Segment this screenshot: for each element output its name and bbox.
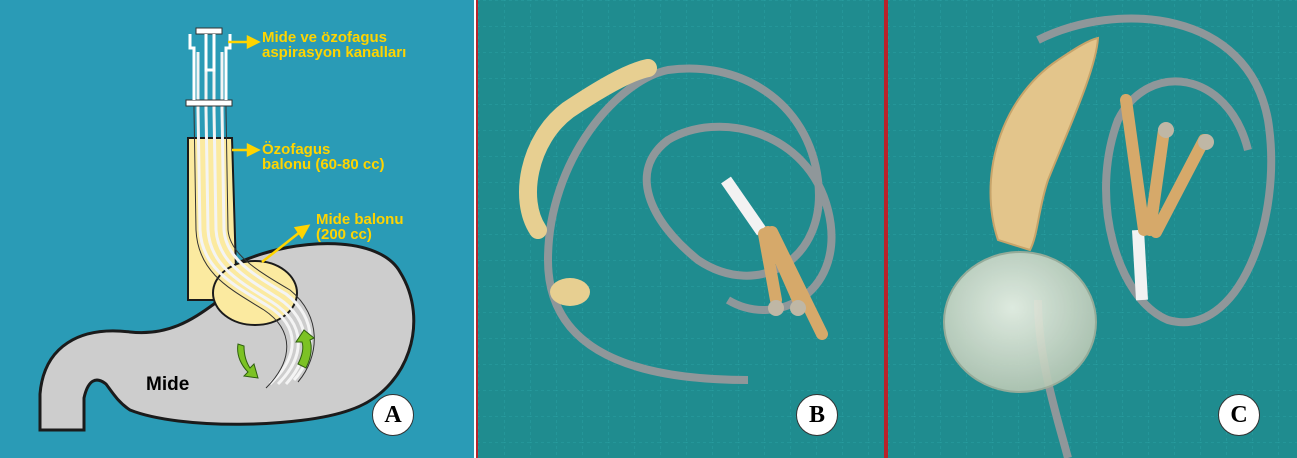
inflated-tube-photo: [888, 0, 1297, 458]
panel-letter-b: B: [796, 394, 838, 436]
esophageal-label-line1: Özofagus: [262, 142, 385, 157]
aspiration-channels-top: [186, 28, 232, 106]
aspiration-label-line2: aspirasyon kanalları: [262, 45, 406, 60]
gastric-label-line1: Mide balonu: [316, 212, 404, 227]
esophageal-balloon-label: Özofagus balonu (60-80 cc): [262, 142, 385, 172]
gastric-balloon-label: Mide balonu (200 cc): [316, 212, 404, 242]
panel-letter-a: A: [372, 394, 414, 436]
panel-letter-c: C: [1218, 394, 1260, 436]
deflated-tube-photo: [478, 0, 884, 458]
gastric-balloon-deflated: [550, 278, 590, 306]
stomach-label: Mide: [146, 374, 189, 396]
gastric-balloon-inflated: [944, 252, 1096, 392]
aspiration-channels-label: Mide ve özofagus aspirasyon kanalları: [262, 30, 406, 60]
esophageal-label-line2: balonu (60-80 cc): [262, 157, 385, 172]
aspiration-label-line1: Mide ve özofagus: [262, 30, 406, 45]
panel-c-photo: C: [886, 0, 1297, 458]
panel-a-diagram: Mide ve özofagus aspirasyon kanalları Öz…: [0, 0, 474, 458]
panel-b-photo: B: [476, 0, 886, 458]
gastric-label-line2: (200 cc): [316, 227, 404, 242]
